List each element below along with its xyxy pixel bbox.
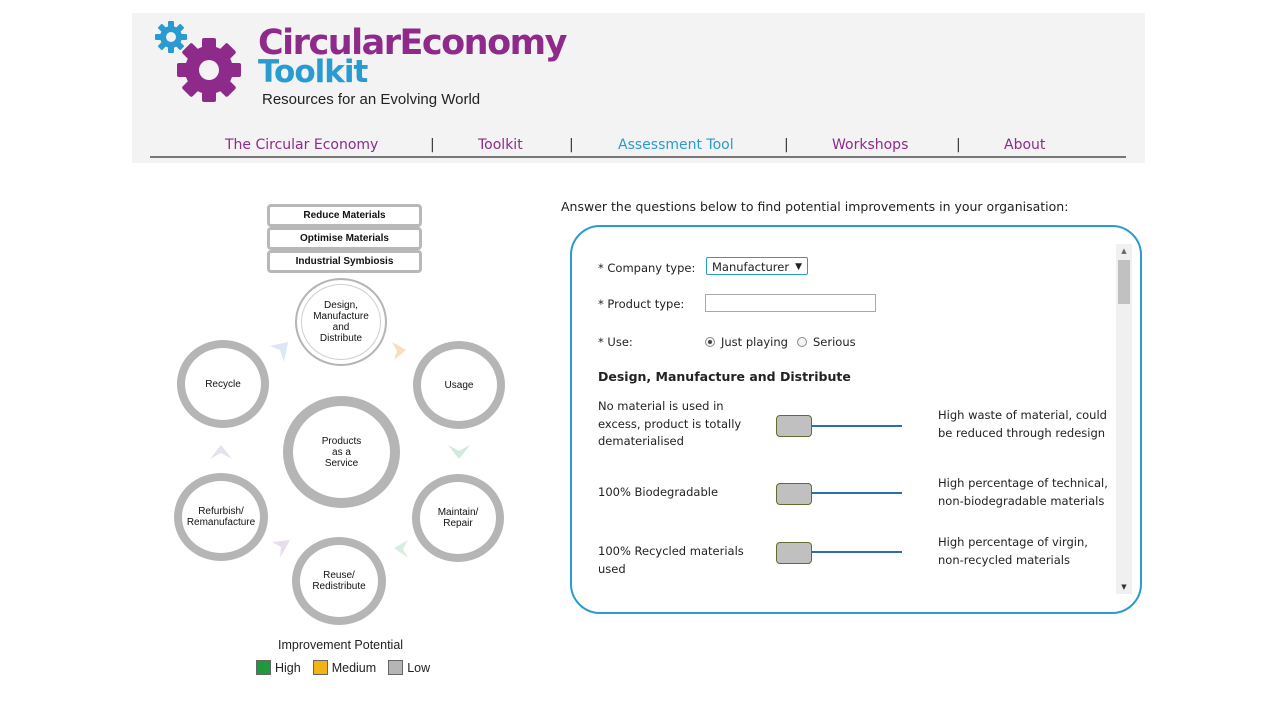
small-gear-icon bbox=[155, 21, 187, 53]
company-type-select[interactable]: Manufacturer ▼ bbox=[706, 257, 808, 275]
company-type-value: Manufacturer bbox=[712, 260, 790, 274]
strategy-optimise-materials[interactable]: Optimise Materials bbox=[267, 227, 422, 250]
question-slider-track[interactable] bbox=[776, 551, 902, 553]
question-slider-thumb[interactable] bbox=[776, 415, 812, 437]
question-slider-thumb[interactable] bbox=[776, 483, 812, 505]
legend-swatch-high bbox=[256, 660, 271, 675]
legend: High Medium Low bbox=[256, 660, 442, 675]
question-left-descriptor: 100% Recycled materials used bbox=[598, 544, 744, 576]
site-header: CircularEconomy Toolkit Resources for an… bbox=[132, 13, 1145, 163]
strategy-industrial-symbiosis[interactable]: Industrial Symbiosis bbox=[267, 250, 422, 273]
section-heading: Design, Manufacture and Distribute bbox=[598, 369, 851, 384]
flow-arrow-icon bbox=[392, 342, 406, 360]
brand-title-line1: CircularEconomy bbox=[258, 23, 567, 63]
legend-item-high: High bbox=[256, 660, 301, 675]
use-option-label: Just playing bbox=[721, 335, 788, 349]
legend-swatch-medium bbox=[312, 660, 328, 675]
legend-label: High bbox=[275, 660, 301, 675]
question-slider-track[interactable] bbox=[776, 492, 902, 494]
brand-tagline: Resources for an Evolving World bbox=[262, 91, 481, 108]
question-left-descriptor: No material is used in excess, product i… bbox=[598, 399, 742, 448]
scroll-down-arrow-icon[interactable]: ▼ bbox=[1121, 583, 1127, 591]
use-radio-just-playing[interactable] bbox=[705, 337, 715, 347]
legend-swatch-low bbox=[388, 660, 404, 675]
use-radio-serious[interactable] bbox=[797, 337, 807, 347]
nav-link-circular-economy[interactable]: The Circular Economy bbox=[225, 137, 379, 153]
question-left-descriptor: 100% Biodegradable bbox=[598, 485, 719, 499]
product-type-input[interactable] bbox=[705, 294, 876, 312]
question-slider-track[interactable] bbox=[776, 425, 902, 427]
assessment-form: * Company type: Manufacturer ▼ * Product… bbox=[572, 227, 1140, 612]
question-slider-thumb[interactable] bbox=[776, 542, 812, 564]
flow-arrow-icon bbox=[210, 445, 232, 459]
product-type-label: * Product type: bbox=[598, 297, 685, 311]
stage-recycle[interactable]: Recycle bbox=[177, 340, 269, 428]
flow-arrow-icon bbox=[272, 540, 290, 558]
main-nav: The Circular Economy | Toolkit | Assessm… bbox=[150, 135, 1126, 158]
stage-refurbish-remanufacture[interactable]: Refurbish/ Remanufacture bbox=[174, 473, 268, 561]
question-right-descriptor: High percentage of technical, non-biodeg… bbox=[938, 476, 1108, 508]
legend-title: Improvement Potential bbox=[278, 638, 404, 652]
circular-economy-diagram: Reduce Materials Optimise Materials Indu… bbox=[170, 198, 520, 698]
question-right-descriptor: High percentage of virgin, non-recycled … bbox=[938, 535, 1088, 567]
brand-title-line2: Toolkit bbox=[258, 54, 368, 90]
question-right-descriptor: High waste of material, could be reduced… bbox=[938, 408, 1107, 440]
legend-label: Medium bbox=[331, 660, 377, 675]
nav-separator: | bbox=[430, 137, 435, 153]
flow-arrow-icon bbox=[394, 540, 408, 558]
stage-maintain-repair[interactable]: Maintain/ Repair bbox=[412, 474, 504, 562]
dropdown-caret-icon: ▼ bbox=[795, 262, 802, 272]
legend-item-low: Low bbox=[388, 660, 430, 675]
form-scrollbar[interactable]: ▲ ▼ bbox=[1116, 244, 1132, 594]
large-gear-icon bbox=[177, 38, 241, 102]
assessment-form-panel: * Company type: Manufacturer ▼ * Product… bbox=[570, 225, 1142, 614]
scroll-up-arrow-icon[interactable]: ▲ bbox=[1121, 247, 1127, 255]
nav-link-assessment-tool[interactable]: Assessment Tool bbox=[618, 137, 734, 153]
assessment-intro: Answer the questions below to find poten… bbox=[561, 199, 1069, 214]
stage-usage[interactable]: Usage bbox=[413, 341, 505, 429]
stage-products-as-a-service[interactable]: Products as a Service bbox=[283, 396, 400, 508]
nav-separator: | bbox=[784, 137, 789, 153]
scrollbar-thumb[interactable] bbox=[1118, 260, 1130, 304]
flow-arrow-icon bbox=[448, 445, 470, 459]
company-type-label: * Company type: bbox=[598, 261, 696, 275]
use-label: * Use: bbox=[598, 335, 633, 349]
strategy-reduce-materials[interactable]: Reduce Materials bbox=[267, 204, 422, 227]
nav-link-toolkit[interactable]: Toolkit bbox=[478, 137, 523, 153]
nav-link-about[interactable]: About bbox=[1004, 137, 1046, 153]
nav-link-workshops[interactable]: Workshops bbox=[832, 137, 909, 153]
legend-item-medium: Medium bbox=[312, 660, 377, 675]
nav-separator: | bbox=[569, 137, 574, 153]
stage-design-manufacture-distribute[interactable]: Design, Manufacture and Distribute bbox=[295, 278, 387, 366]
legend-label: Low bbox=[407, 660, 431, 675]
use-option-label: Serious bbox=[813, 335, 856, 349]
flow-arrow-icon bbox=[270, 342, 288, 362]
nav-separator: | bbox=[956, 137, 961, 153]
stage-reuse-redistribute[interactable]: Reuse/ Redistribute bbox=[292, 537, 386, 625]
